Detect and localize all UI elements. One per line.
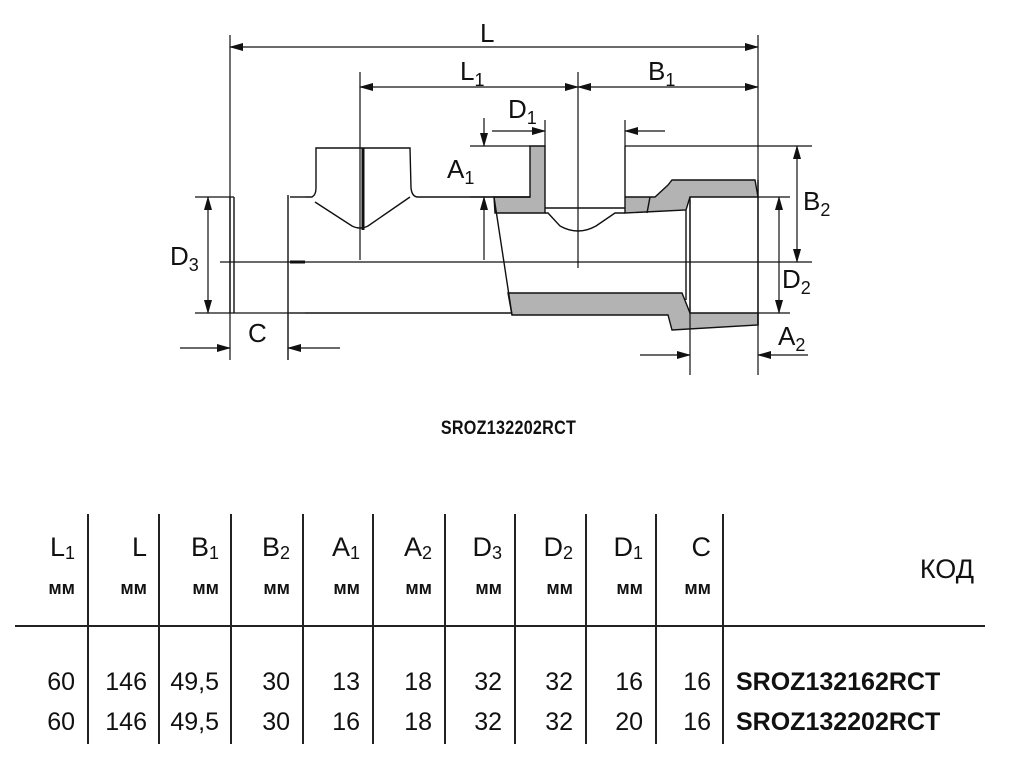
column-unit: мм: [120, 578, 147, 598]
label-D2: D2: [782, 264, 811, 298]
table-cell: 16: [683, 708, 711, 736]
header-subscript: 2: [421, 543, 432, 563]
column-divider: [87, 514, 89, 744]
column-header: B1: [191, 532, 219, 564]
label-A2: A2: [778, 321, 805, 355]
table-cell: 60: [47, 668, 75, 696]
table-cell: 20: [615, 708, 643, 736]
header-divider: [15, 625, 985, 627]
header-symbol: C: [691, 532, 712, 562]
header-symbol: D: [613, 532, 633, 562]
column-unit: мм: [616, 578, 643, 598]
column-divider: [655, 514, 657, 744]
table-cell: 30: [262, 708, 290, 736]
model-title: SROZ132202RCT: [440, 418, 577, 439]
header-symbol: D: [543, 532, 563, 562]
table-cell: 32: [474, 668, 502, 696]
column-divider: [230, 514, 232, 744]
header-subscript: 1: [208, 543, 219, 563]
header-symbol: A: [331, 532, 350, 562]
table-cell: 18: [404, 708, 432, 736]
fitting-outline: [229, 145, 759, 360]
table-cell: 16: [332, 708, 360, 736]
header-symbol: B: [190, 532, 209, 562]
column-header: D3: [472, 532, 502, 564]
label-L1: L1: [460, 56, 484, 90]
label-D1: D1: [508, 94, 537, 128]
header-subscript: 3: [491, 543, 502, 563]
label-B1: B1: [648, 56, 675, 90]
label-C: C: [248, 318, 267, 348]
header-subscript: 1: [64, 543, 75, 563]
column-unit: мм: [333, 578, 360, 598]
table-cell: 32: [545, 708, 573, 736]
table-cell: 16: [615, 668, 643, 696]
table-cell: 13: [332, 668, 360, 696]
column-unit: мм: [405, 578, 432, 598]
header-subscript: 1: [349, 543, 360, 563]
header-symbol: D: [472, 532, 492, 562]
column-header: D1: [613, 532, 643, 564]
header-subscript: 2: [562, 543, 573, 563]
table-cell: 146: [105, 708, 147, 736]
column-unit: мм: [263, 578, 290, 598]
column-unit: мм: [48, 578, 75, 598]
column-unit: мм: [546, 578, 573, 598]
column-unit: мм: [684, 578, 711, 598]
table-cell: 49,5: [170, 668, 219, 696]
header-subscript: 2: [279, 543, 290, 563]
label-A1: A1: [447, 154, 474, 188]
column-header: L1: [50, 532, 75, 564]
table-cell: 49,5: [170, 708, 219, 736]
product-code: SROZ132202RCT: [736, 708, 941, 736]
column-unit: мм: [475, 578, 502, 598]
table-cell: 30: [262, 668, 290, 696]
table-cell: 32: [545, 668, 573, 696]
column-header: C: [692, 532, 712, 564]
table-cell: 146: [105, 668, 147, 696]
table-cell: 32: [474, 708, 502, 736]
column-divider: [514, 514, 516, 744]
label-B2: B2: [803, 186, 830, 220]
header-symbol: L: [131, 532, 147, 562]
technical-drawing: L L1 B1 D1 A1 B2 D2 D3 C A2: [170, 18, 830, 375]
table-cell: 18: [404, 668, 432, 696]
table-cell: 60: [47, 708, 75, 736]
code-header: КОД: [919, 554, 974, 584]
label-L: L: [480, 18, 494, 48]
label-D3: D3: [170, 241, 199, 275]
column-header: L: [132, 532, 147, 564]
column-divider: [444, 514, 446, 744]
header-symbol: L: [49, 532, 65, 562]
dimension-labels: L L1 B1 D1 A1 B2 D2 D3 C A2: [170, 18, 830, 355]
column-divider: [585, 514, 587, 744]
header-subscript: 1: [632, 543, 643, 563]
table-cell: 16: [683, 668, 711, 696]
column-divider: [722, 514, 724, 744]
column-header: B2: [262, 532, 290, 564]
header-symbol: B: [261, 532, 280, 562]
column-header: A2: [404, 532, 432, 564]
column-header: D2: [543, 532, 573, 564]
column-divider: [158, 514, 160, 744]
column-divider: [372, 514, 374, 744]
header-symbol: A: [403, 532, 422, 562]
dimension-lines: [180, 35, 812, 375]
column-header: A1: [332, 532, 360, 564]
product-code: SROZ132162RCT: [736, 668, 941, 696]
column-unit: мм: [192, 578, 219, 598]
column-divider: [302, 514, 304, 744]
